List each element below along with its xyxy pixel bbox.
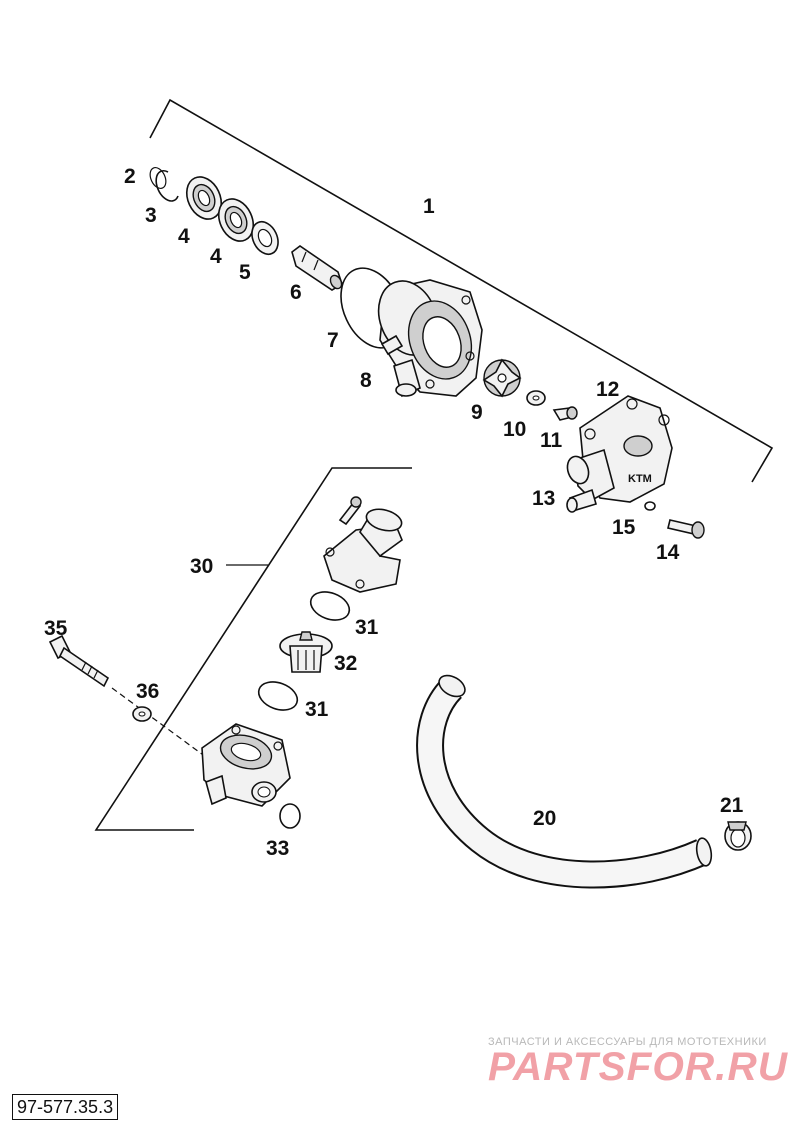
bracket-line-30 [94, 467, 412, 831]
callout-11: 11 [540, 429, 563, 452]
part-washer-10 [526, 390, 546, 406]
callout-14: 14 [656, 541, 680, 564]
part-oring-31a [309, 591, 351, 621]
assembly-dash-line [111, 687, 211, 761]
bracket-line-1 [149, 98, 774, 483]
callout-36: 36 [136, 680, 159, 703]
part-cover-screw [338, 496, 362, 526]
callout-10: 10 [503, 418, 526, 441]
callout-32: 32 [334, 652, 357, 675]
callout-31b: 31 [305, 698, 329, 721]
callout-15: 15 [612, 516, 636, 539]
callout-20: 20 [533, 807, 556, 830]
part-bolt-14 [667, 519, 705, 539]
group-30-bracket [94, 467, 412, 831]
callout-31a: 31 [355, 616, 379, 639]
callout-21: 21 [720, 794, 744, 817]
part-bearing-4a [185, 176, 223, 220]
reference-code-label: 97-577.35.3 [12, 1094, 119, 1120]
cover-logo-mark: KTM [628, 473, 652, 485]
callout-4b: 4 [210, 245, 222, 268]
part-bolt-35 [48, 634, 110, 688]
part-washer-36 [132, 706, 152, 722]
part-oring-33 [279, 803, 301, 829]
part-clamp-21 [724, 821, 752, 851]
callout-6: 6 [290, 281, 302, 304]
part-screw-11 [552, 406, 578, 421]
callout-33: 33 [266, 837, 289, 860]
callout-35: 35 [44, 617, 68, 640]
callout-3: 3 [145, 204, 157, 227]
callout-13: 13 [532, 487, 555, 510]
part-shaft-6 [291, 245, 343, 291]
watermark: ЗАПЧАСТИ И АКСЕССУАРЫ ДЛЯ МОТОТЕХНИКИ PA… [488, 1036, 788, 1089]
callout-12: 12 [596, 378, 619, 401]
part-oring-31b [257, 681, 299, 711]
group-1-bracket [149, 98, 774, 483]
callout-1: 1 [423, 195, 435, 218]
callouts: 1 2 3 4 4 5 6 7 8 9 10 11 12 13 14 15 20… [44, 165, 744, 860]
callout-8: 8 [360, 369, 372, 392]
part-pump-housing-8 [377, 279, 483, 398]
part-seal-5 [251, 220, 279, 256]
callout-9: 9 [471, 401, 483, 424]
part-circlip-3 [155, 169, 179, 202]
part-impeller-9 [482, 358, 522, 398]
callout-30: 30 [190, 555, 213, 578]
watermark-logo: PARTSFOR.RU [488, 1045, 788, 1089]
part-outlet-pipe-13 [566, 448, 615, 513]
part-thermostat-housing [201, 723, 291, 807]
part-hose-20 [416, 674, 713, 889]
part-thermostat-cover [323, 508, 403, 593]
callout-4a: 4 [178, 225, 190, 248]
part-oring-15 [644, 501, 656, 511]
watermark-tagline: ЗАПЧАСТИ И АКСЕССУАРЫ ДЛЯ МОТОТЕХНИКИ [488, 1036, 767, 1048]
part-circlip-2 [149, 167, 167, 189]
callout-5: 5 [239, 261, 251, 284]
callout-2: 2 [124, 165, 136, 188]
part-thermostat-32 [279, 631, 333, 673]
part-bearing-4b [217, 198, 255, 242]
callout-7: 7 [327, 329, 339, 352]
